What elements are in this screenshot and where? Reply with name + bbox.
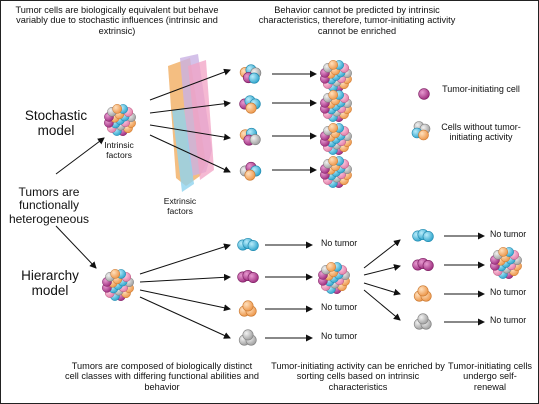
cell	[244, 169, 256, 181]
arrow-tumor-to-sub-4	[363, 289, 401, 321]
caption-bottom-right: Tumor-initiating cells undergo self-rene…	[448, 361, 532, 392]
cell	[112, 104, 123, 114]
no-tumor-row4: No tumor	[321, 331, 358, 341]
stochastic-cluster-4	[239, 161, 262, 181]
no-tumor-sub3: No tumor	[490, 287, 527, 297]
subtype-2-cells	[412, 257, 434, 272]
extrinsic-factors-bands	[168, 54, 214, 192]
hierarchy-row-3-cells	[238, 300, 257, 317]
cells-layer	[102, 60, 522, 346]
subtype-4-cells	[413, 313, 432, 330]
hierarchy-row-4-cells	[238, 329, 257, 346]
extrinsic-factors-label: Extrinsic factors	[163, 196, 197, 216]
stochastic-cluster-1	[239, 64, 262, 84]
stochastic-tumor-2	[320, 90, 352, 122]
no-tumor-row1: No tumor	[321, 238, 358, 248]
cell	[326, 262, 337, 272]
cell	[498, 247, 509, 257]
no-tumor-row3: No tumor	[321, 302, 358, 312]
arrow-tumor-to-top-1	[149, 68, 231, 101]
arrow-center-to-hierarchy	[55, 225, 97, 269]
self-renewal-tumor	[490, 247, 522, 279]
cell	[328, 123, 339, 133]
subtype-3-cells	[413, 285, 432, 302]
diagram-arrows	[55, 68, 485, 342]
stochastic-tumor-4	[320, 156, 352, 188]
no-tumor-sub1: No tumor	[490, 229, 527, 239]
cell	[418, 129, 429, 141]
center-label: Tumors are functionally heterogeneous	[8, 185, 90, 226]
arrow-tumor-to-top-4	[149, 134, 231, 173]
arrow-tumor-to-sub-3	[363, 282, 401, 296]
cell	[328, 156, 339, 166]
arrow-tumor-to-sub-1	[363, 239, 401, 269]
arrow-tumor-to-top-3	[149, 124, 231, 141]
cell	[110, 269, 121, 279]
cell	[245, 102, 257, 114]
arrow-center-to-stochastic	[55, 137, 105, 175]
cell	[249, 134, 261, 146]
stochastic-cluster-3	[239, 127, 261, 146]
arrow-hier-to-row-3	[139, 289, 231, 312]
no-tumor-sub4: No tumor	[490, 315, 527, 325]
intrinsic-factors-label: Intrinsic factors	[104, 140, 134, 160]
cell	[242, 329, 254, 341]
cell	[247, 240, 259, 252]
cell	[422, 260, 434, 272]
stochastic-model-label: Stochastic model	[24, 108, 88, 139]
legend-tumor-initiating-label: Tumor-initiating cell	[442, 84, 520, 94]
arrow-tumor-to-top-2	[149, 100, 231, 114]
hierarchy-model-label: Hierarchy model	[21, 268, 79, 299]
hierarchy-row-1-cells	[237, 237, 259, 252]
caption-bottom-mid: Tumor-initiating activity can be enriche…	[271, 361, 445, 392]
hierarchy-source-tumor	[102, 269, 134, 301]
stochastic-source-tumor	[104, 104, 136, 136]
arrow-hier-to-row-2	[139, 273, 231, 283]
cell	[247, 272, 259, 284]
caption-top-right: Behavior cannot be predicted by intrinsi…	[258, 5, 456, 36]
cell	[417, 313, 429, 325]
cell	[248, 72, 260, 84]
hierarchy-middle-tumor	[318, 262, 350, 294]
cell	[422, 231, 434, 243]
cell	[242, 300, 254, 312]
cell	[328, 60, 339, 70]
stochastic-cluster-2	[239, 95, 261, 114]
legend-cells-without	[411, 121, 431, 141]
hierarchy-row-2-cells	[237, 269, 259, 284]
arrow-tumor-to-sub-2	[363, 264, 401, 276]
legend-without-label: Cells without tumor-initiating activity	[441, 122, 521, 143]
stochastic-tumor-1	[320, 60, 352, 92]
arrow-hier-to-row-4	[139, 296, 231, 339]
caption-top-left: Tumor cells are biologically equivalent …	[15, 5, 219, 36]
cell	[417, 285, 429, 297]
caption-bottom-left: Tumors are composed of biologically dist…	[65, 361, 259, 392]
arrow-hier-to-row-1	[139, 243, 231, 275]
legend-tumor-initiating-cell	[418, 88, 430, 100]
cell	[328, 90, 339, 100]
stochastic-tumor-3	[320, 123, 352, 155]
subtype-1-cells	[412, 228, 434, 243]
